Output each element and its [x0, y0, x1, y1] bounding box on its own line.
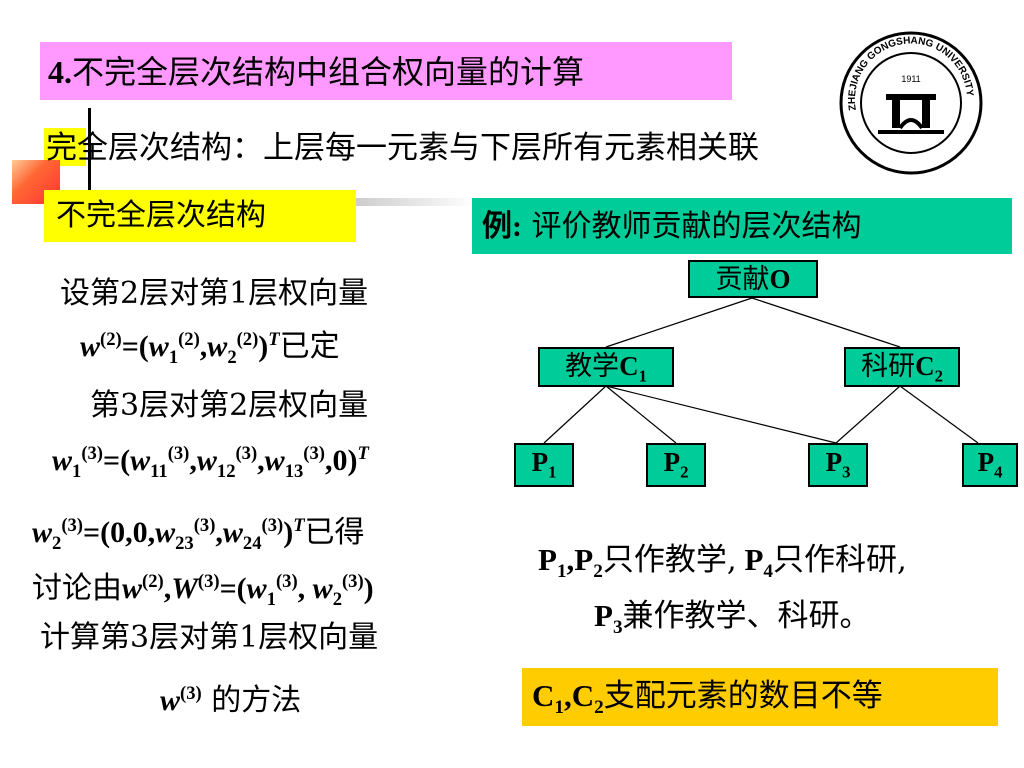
example-text: 评价教师贡献的层次结构 [522, 209, 862, 244]
root-label: 贡献 [715, 264, 770, 295]
left-text-line7: 计算第3层对第1层权向量 [40, 620, 379, 655]
note-line1-b: 只作科研, [773, 542, 907, 578]
formula-w2: w(2)=(w1(2),w2(2))T已定 [80, 329, 340, 368]
root-symbol: O [769, 264, 791, 294]
title-text: 不完全层次结构中组合权向量的计算 [72, 53, 585, 91]
formula-w2-3: w2(3)=(0,0,w23(3),w24(3))T已得 [32, 515, 365, 554]
formula-w2-3-suffix: 已得 [304, 515, 365, 550]
formula-w3: w(3) 的方法 [160, 683, 302, 718]
formula-w2-suffix: 已定 [279, 329, 340, 364]
incomplete-label: 不完全层次结构 [56, 198, 266, 233]
c1-label: 教学 [565, 351, 620, 382]
note-line2: P3兼作教学、科研。 [594, 598, 871, 639]
p2-symbol: P [663, 447, 681, 477]
p3-symbol: P [825, 447, 843, 477]
example-prefix: 例: [482, 210, 522, 243]
p4-symbol: P [977, 447, 995, 477]
tree-node-p3: P3 [808, 443, 868, 487]
tree-node-c2: 科研C2 [844, 347, 960, 387]
tree-node-p4: P4 [962, 443, 1018, 487]
c1-sub: 1 [638, 366, 647, 386]
c2-symbol: C [915, 351, 935, 381]
tree-node-c1: 教学C1 [538, 347, 674, 387]
discussion-prefix: 讨论由 [32, 571, 122, 606]
c2-sub: 2 [934, 366, 943, 386]
title-number: 4. [48, 54, 72, 90]
example-label-box [472, 198, 1012, 254]
example-label: 例: 评价教师贡献的层次结构 [482, 206, 862, 248]
c1-symbol: C [619, 351, 639, 381]
dominance-label: C1,C2支配元素的数目不等 [532, 678, 883, 719]
definition-highlight-1: 完 [46, 130, 77, 166]
seal-year: 1911 [901, 74, 920, 84]
tree-node-p2: P2 [646, 443, 706, 487]
dominance-label-text: 支配元素的数目不等 [603, 678, 883, 714]
incomplete-label-box [44, 190, 356, 242]
c2-label: 科研 [861, 351, 916, 382]
decor-vertical-bar [88, 108, 91, 198]
p2-sub: 2 [680, 462, 689, 482]
note-line2-text: 兼作教学、科研。 [622, 598, 871, 634]
decor-yellow-square [44, 128, 86, 166]
p1-symbol: P [531, 447, 549, 477]
p4-sub: 4 [994, 462, 1003, 482]
left-text-line1: 设第2层对第1层权向量 [60, 276, 369, 311]
definition-rest: 层次结构：上层每一元素与下层所有元素相关联 [108, 130, 759, 166]
decor-horizontal-line [355, 198, 475, 206]
definition-highlight-2: 全 [77, 130, 108, 166]
definition-line: 完全层次结构：上层每一元素与下层所有元素相关联 [46, 128, 759, 168]
tree-node-p1: P1 [514, 443, 574, 487]
formula-w1-3: w1(3)=(w11(3),w12(3),w13(3),0)T [52, 443, 369, 482]
tree-node-root: 贡献O [688, 260, 818, 298]
left-text-line3: 第3层对第2层权向量 [90, 388, 369, 423]
page-title: 4.不完全层次结构中组合权向量的计算 [48, 50, 584, 94]
dominance-label-box [522, 668, 998, 726]
note-line1-a: 只作教学, [602, 542, 737, 578]
title-banner [40, 42, 732, 100]
p1-sub: 1 [548, 462, 557, 482]
note-line1: P1,P2只作教学, P4只作科研, [538, 542, 907, 583]
formula-discussion: 讨论由w(2),W(3)=(w1(3), w2(3)) [32, 571, 374, 610]
p3-sub: 3 [842, 462, 851, 482]
seal-logo: ZHEJIANG GONGSHANG UNIVERSITY 1911 [839, 31, 983, 175]
formula-w3-suffix: 的方法 [201, 683, 302, 718]
